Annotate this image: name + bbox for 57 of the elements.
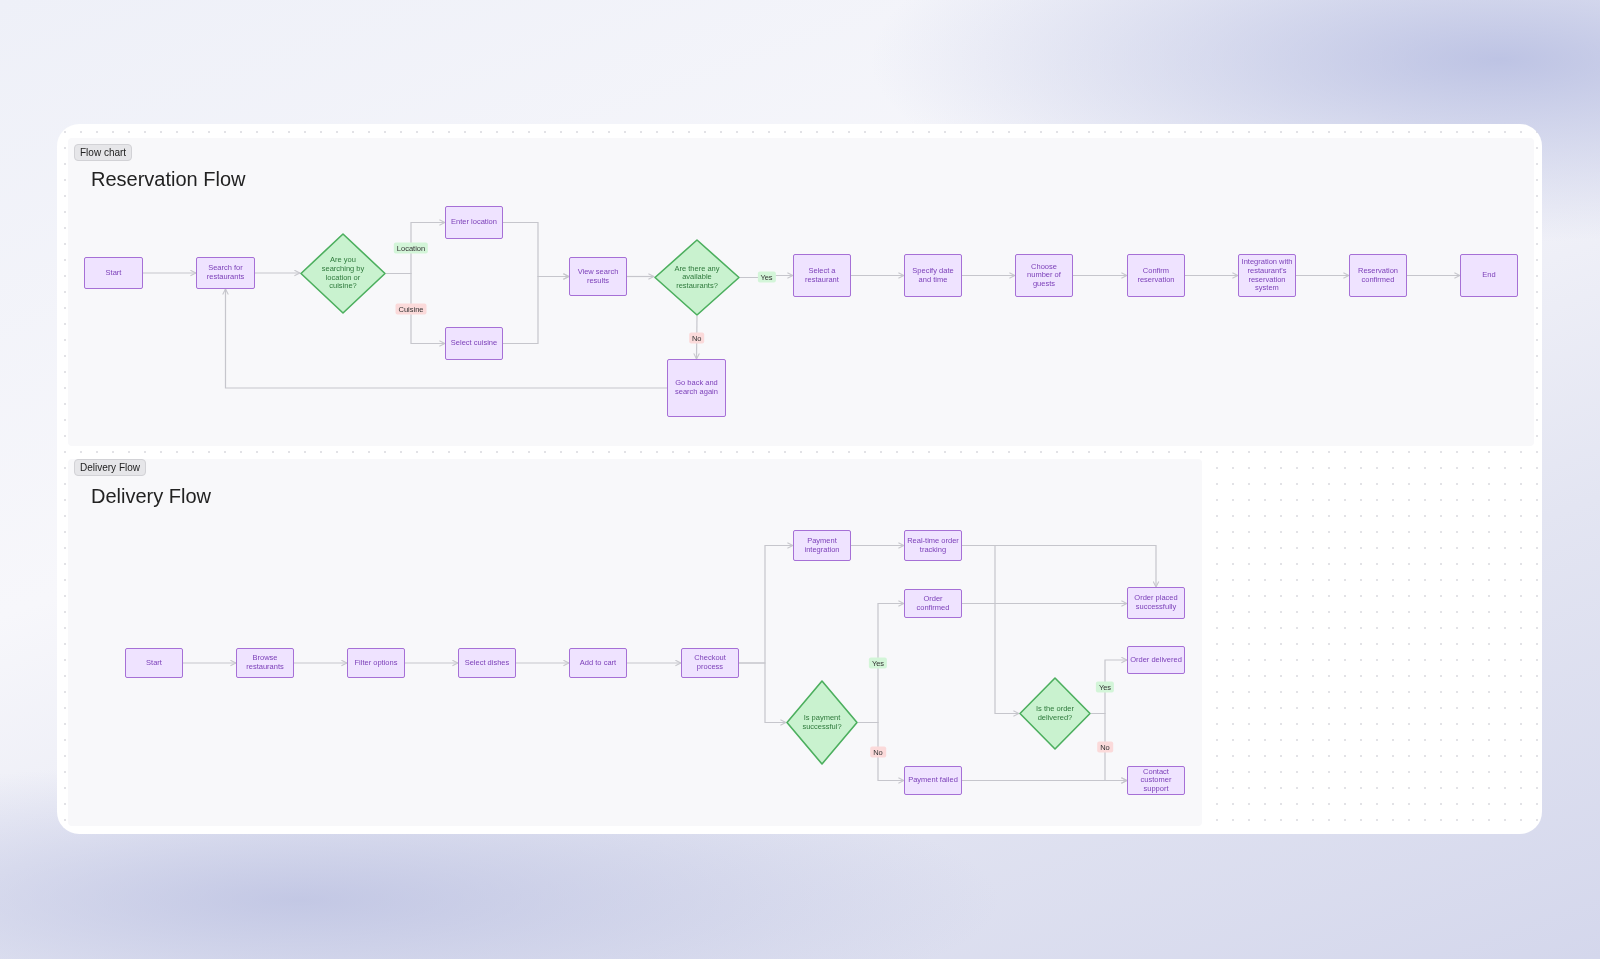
section-heading: Delivery Flow <box>91 485 212 508</box>
arrow <box>293 659 348 667</box>
process-box <box>1127 766 1185 795</box>
process-box <box>1127 587 1185 619</box>
process-box <box>347 648 405 678</box>
arrow <box>515 659 570 667</box>
process-box <box>569 648 627 678</box>
arrow <box>502 273 570 345</box>
arrow <box>404 659 459 667</box>
process-box <box>445 327 503 360</box>
arrow <box>385 272 446 347</box>
arrow <box>739 272 794 279</box>
process-box <box>125 648 183 678</box>
process-box <box>1127 254 1185 297</box>
arrow <box>1090 712 1128 784</box>
process-box <box>445 206 503 239</box>
process-box <box>569 257 627 296</box>
arrow <box>626 659 682 667</box>
arrow <box>738 662 787 726</box>
process-box <box>196 257 255 289</box>
process-box <box>904 589 962 618</box>
process-box <box>793 254 851 297</box>
process-box <box>904 766 962 795</box>
section-tag: Delivery Flow <box>74 459 146 476</box>
arrow <box>1406 272 1461 279</box>
section-heading: Reservation Flow <box>91 168 246 191</box>
arrow <box>626 273 655 280</box>
process-box <box>904 254 962 297</box>
process-box <box>1015 254 1073 297</box>
process-box <box>904 530 962 561</box>
process-box <box>793 530 851 561</box>
decision-diamond <box>654 239 740 316</box>
arrow <box>850 272 905 279</box>
process-box <box>667 359 726 417</box>
process-box <box>1349 254 1407 297</box>
arrow <box>961 600 1128 607</box>
arrow <box>254 269 301 277</box>
decision-diamond <box>300 233 386 314</box>
section-tag: Flow chart <box>74 144 133 161</box>
process-box <box>1460 254 1518 297</box>
arrow <box>142 269 197 277</box>
process-box <box>1127 646 1185 674</box>
arrow <box>857 721 905 784</box>
decision-diamond <box>1019 677 1091 750</box>
arrow <box>1295 272 1350 279</box>
arrow <box>222 288 668 389</box>
arrow <box>961 544 1020 717</box>
process-box <box>681 648 739 678</box>
process-box <box>84 257 143 289</box>
arrow <box>182 659 237 667</box>
process-box <box>458 648 516 678</box>
decision-diamond <box>786 680 858 765</box>
arrow <box>961 272 1016 279</box>
process-box <box>236 648 294 678</box>
arrow <box>1184 272 1239 279</box>
arrow <box>850 542 905 549</box>
arrow <box>1072 272 1128 279</box>
